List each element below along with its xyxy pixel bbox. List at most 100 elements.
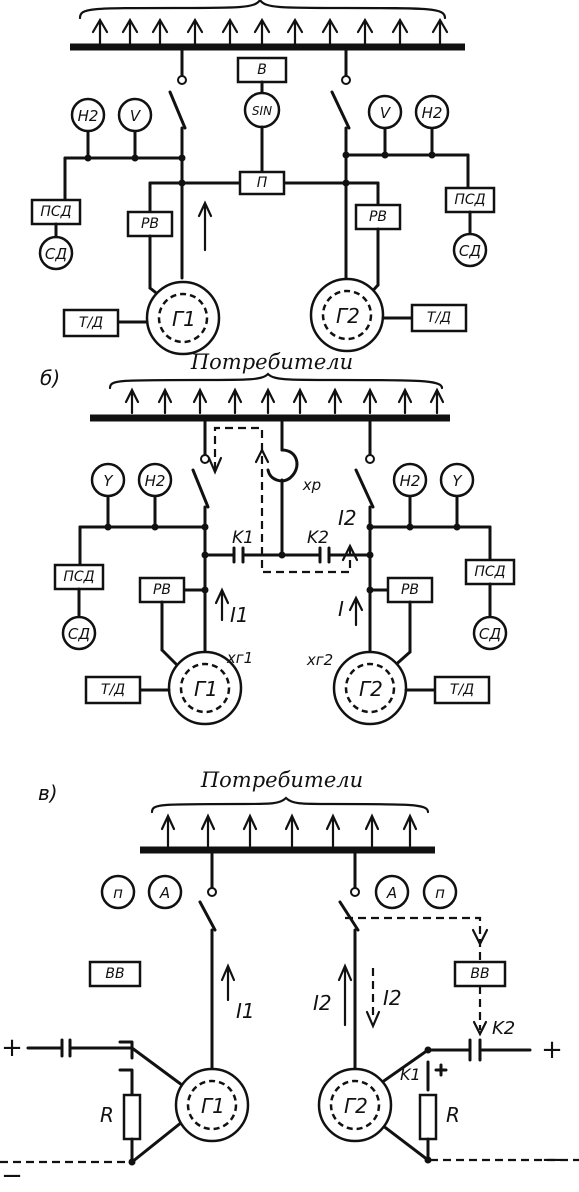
svg-text:Т/Д: Т/Д — [427, 310, 451, 326]
svg-text:СД: СД — [45, 245, 67, 263]
trip-path — [345, 916, 482, 962]
box-p — [238, 170, 286, 196]
svg-text:Г2: Г2 — [359, 677, 383, 701]
panel-b: б) Потребители — [40, 350, 516, 726]
svg-text:Г1: Г1 — [201, 1094, 225, 1118]
xg2-label: xг2 — [306, 651, 333, 669]
indicator-p-right-c — [422, 874, 458, 910]
hydrogen-meter-left-b — [137, 462, 173, 498]
vv-box-right-c — [453, 960, 507, 988]
reactor-label: xp — [302, 476, 321, 494]
k2-label-c: K2 — [492, 1018, 515, 1039]
sd-motor-left-a — [38, 235, 74, 271]
svg-text:A: A — [386, 884, 397, 902]
minus-left: − — [1, 1161, 23, 1191]
breaker-right-a — [330, 90, 351, 130]
panel-a: B SIN П H2 V ПСД СД V H2 ПС — [30, 0, 496, 356]
svg-text:Г2: Г2 — [344, 1094, 368, 1118]
plus-right: + — [541, 1035, 563, 1065]
svg-text:H2: H2 — [422, 104, 443, 122]
breaker-left-c — [198, 900, 217, 932]
svg-text:SIN: SIN — [252, 104, 272, 118]
svg-text:A: A — [159, 884, 170, 902]
svg-text:п: п — [113, 884, 123, 902]
load-arrows-b — [124, 387, 445, 415]
i1-label-c: I1 — [236, 999, 255, 1023]
voltmeter-right-a — [367, 94, 403, 130]
consumers-title-c: Потребители — [200, 768, 363, 792]
current-arrow-a — [197, 200, 213, 252]
breaker-left-b — [191, 468, 210, 509]
fault-current-path — [213, 426, 352, 574]
i2-label-c-left: I2 — [313, 991, 332, 1015]
svg-text:Г1: Г1 — [172, 307, 196, 331]
vv-box-left-c — [88, 960, 142, 988]
sd-motor-left-b — [61, 615, 97, 651]
sd-motor-right-a — [452, 232, 488, 268]
svg-text:ПСД: ПСД — [474, 564, 505, 580]
svg-text:РВ: РВ — [141, 216, 159, 232]
svg-text:V: V — [130, 107, 142, 125]
hydrogen-meter-right-b — [392, 462, 428, 498]
svg-text:РВ: РВ — [153, 582, 171, 598]
resistor-left-c — [122, 1093, 142, 1141]
svg-text:Y: Y — [452, 472, 463, 490]
k1-label-b: K1 — [232, 528, 254, 548]
svg-text:ПСД: ПСД — [63, 569, 94, 585]
breaker-right-b — [354, 468, 375, 509]
sd-motor-right-b — [472, 615, 508, 651]
reactor-icon — [266, 448, 299, 483]
panel-v-label: в) — [38, 781, 58, 805]
current-i-label: I — [338, 597, 344, 621]
i1-label-b: I1 — [230, 603, 249, 627]
xg1-label: xг1 — [226, 649, 253, 667]
svg-text:V: V — [380, 104, 392, 122]
ammeter-right-c — [374, 874, 410, 910]
k1-label-c: K1 — [400, 1065, 421, 1084]
svg-text:B: B — [257, 62, 267, 78]
svg-text:ВВ: ВВ — [470, 966, 489, 982]
svg-text:Г1: Г1 — [194, 677, 218, 701]
resistor-right-c — [418, 1093, 438, 1141]
meter-y-right-b — [439, 462, 475, 498]
hydrogen-meter-left-a — [70, 97, 106, 133]
svg-text:H2: H2 — [145, 472, 166, 490]
consumers-brace-a — [78, 0, 447, 20]
svg-text:Y: Y — [103, 472, 114, 490]
rv-box-right-a — [354, 203, 402, 231]
svg-text:СД: СД — [68, 625, 90, 643]
svg-text:H2: H2 — [78, 107, 99, 125]
breaker-right-c — [338, 900, 360, 932]
ammeter-left-c — [147, 874, 183, 910]
svg-text:П: П — [257, 175, 268, 191]
panel-b-label: б) — [40, 366, 60, 390]
svg-text:R: R — [446, 1103, 460, 1127]
load-arrows-a — [91, 17, 449, 46]
td-box-left-b — [84, 675, 142, 705]
meter-y-left-b — [90, 462, 126, 498]
k2-label-b: K2 — [307, 528, 329, 548]
hydrogen-meter-right-a — [414, 94, 450, 130]
indicator-p-left-c — [100, 874, 136, 910]
box-b — [236, 56, 288, 84]
breaker-left-a — [168, 90, 187, 130]
svg-text:ПСД: ПСД — [40, 204, 71, 220]
svg-text:РВ: РВ — [401, 582, 419, 598]
consumers-title-b: Потребители — [190, 350, 353, 374]
svg-text:R: R — [100, 1103, 114, 1127]
svg-text:Т/Д: Т/Д — [79, 315, 103, 331]
td-box-right-b — [433, 675, 491, 705]
load-arrows-c — [160, 813, 418, 848]
svg-text:СД: СД — [459, 242, 481, 260]
svg-text:Г2: Г2 — [336, 304, 360, 328]
svg-text:H2: H2 — [400, 472, 421, 490]
svg-text:ПСД: ПСД — [454, 192, 485, 208]
svg-text:п: п — [435, 884, 445, 902]
panel-c: в) Потребители п A A п В — [0, 768, 579, 1191]
minus-right: − — [541, 1145, 563, 1175]
rv-box-left-a — [126, 210, 174, 238]
td-box-left-a — [62, 308, 120, 338]
svg-text:СД: СД — [479, 625, 501, 643]
